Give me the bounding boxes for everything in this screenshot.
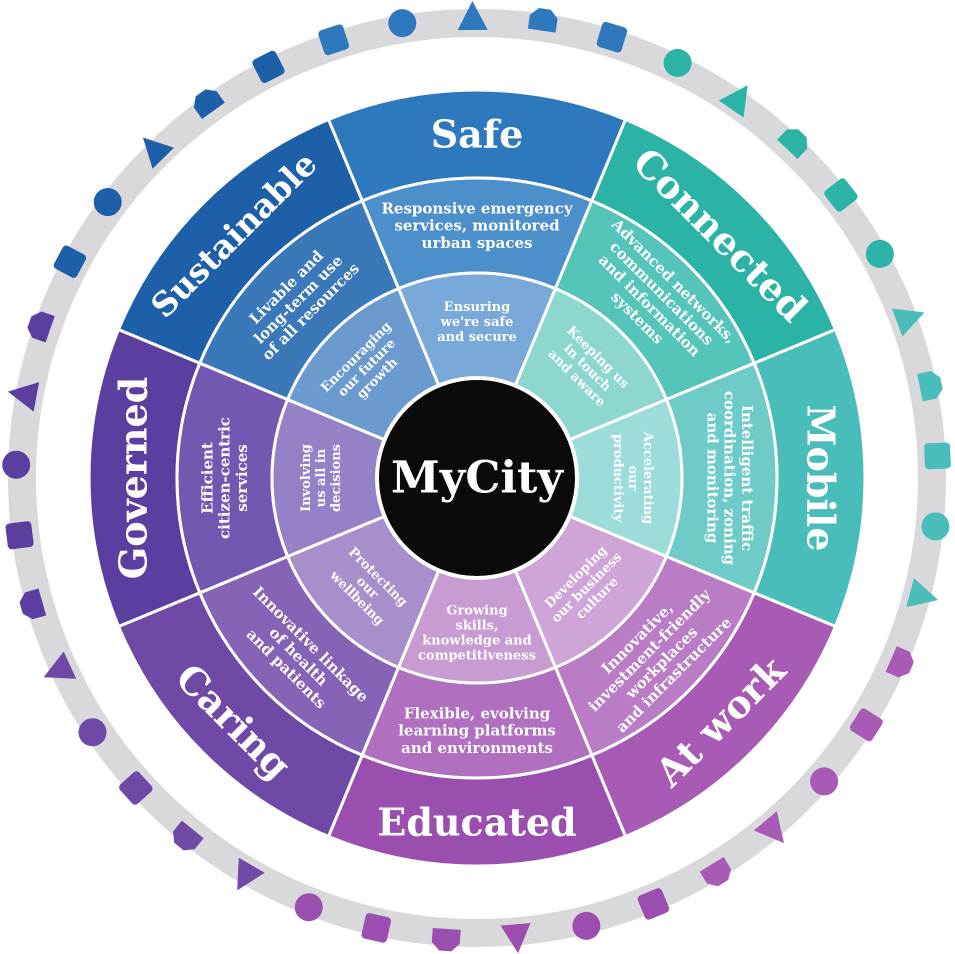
- cctv-camera-icon: [457, 1, 488, 31]
- pencil-icon: [361, 913, 392, 943]
- radio-tower-icon: [865, 239, 894, 268]
- books-icon: [431, 928, 461, 952]
- segment-goal-line: Involving: [299, 444, 314, 512]
- taxi-icon: [318, 24, 350, 56]
- segment-title: Safe: [431, 112, 524, 157]
- laurel-wreath-icon: [19, 588, 47, 620]
- helicopter-icon: [906, 578, 939, 608]
- segment-description-line: and monitoring: [703, 413, 721, 544]
- key-icon: [527, 8, 558, 33]
- wind-turbine-icon: [53, 245, 87, 278]
- center-label: MyCity: [391, 453, 564, 504]
- segment-description-line: citizen-centric: [216, 417, 234, 539]
- segment-description-line: and environments: [401, 739, 553, 757]
- skyscraper-icon: [849, 708, 883, 742]
- heart-icon: [78, 718, 107, 747]
- padlock-icon: [388, 9, 417, 38]
- computer-monitor-icon: [777, 129, 808, 159]
- segment-goal-line: we're safe: [440, 315, 514, 330]
- handshake-icon: [637, 888, 670, 920]
- fire-extinguisher-icon: [596, 21, 628, 53]
- segment-goal-line: skills,: [456, 619, 499, 634]
- lightbulb-icon: [142, 137, 174, 169]
- satellite-dish-icon: [663, 48, 692, 77]
- segment-goal: Involvingus all indecisions: [299, 444, 344, 512]
- medicine-icon: [173, 820, 204, 851]
- segment-goal-line: Accelerating: [640, 431, 655, 524]
- center-circle: [375, 376, 579, 580]
- leaf-icon: [193, 89, 225, 119]
- bicycle-icon: [917, 371, 943, 402]
- segment-mobile: Mobile Intelligent trafficcoordination, z…: [567, 327, 867, 629]
- train-icon: [891, 308, 925, 337]
- office-building-icon: [810, 767, 839, 796]
- globe-icon: [572, 911, 601, 940]
- segment-title: Governed: [111, 377, 156, 579]
- wheelchair-icon: [237, 857, 265, 891]
- crane-icon: [753, 811, 784, 844]
- gavel-icon: [2, 450, 31, 479]
- ballot-box-icon: [5, 521, 34, 550]
- mobile-phone-icon: [824, 178, 858, 212]
- graduation-cap-icon: [294, 893, 323, 922]
- segment-description-line: services: [233, 444, 251, 511]
- tower-icon: [699, 857, 731, 887]
- segment-description-line: coordination, zoning: [721, 391, 739, 566]
- segment-description: Intelligent trafficcoordination, zoninga…: [703, 391, 756, 566]
- segment-title: Educated: [377, 800, 576, 845]
- footprint-icon: [93, 188, 122, 217]
- segment-description-line: Responsive emergency: [381, 199, 573, 217]
- segment-goal-line: productivity: [610, 434, 625, 523]
- segment-goal-line: Ensuring: [444, 300, 510, 315]
- butterfly-icon: [252, 50, 285, 83]
- segment-governed: Governed Efficientcitizen-centricservices…: [87, 327, 387, 629]
- segment-goal-line: us all in: [314, 448, 329, 507]
- center-hub: MyCity: [375, 376, 579, 580]
- car-icon: [924, 442, 951, 470]
- telephone-icon: [718, 85, 748, 118]
- segment-goal-line: decisions: [329, 444, 344, 512]
- segment-description-line: services, monitored: [394, 217, 560, 235]
- segment-description-line: urban spaces: [422, 234, 533, 252]
- segment-goal-line: our: [625, 466, 640, 491]
- capitol-building-icon: [43, 651, 77, 679]
- segment-description-line: Efficient: [198, 442, 216, 514]
- airplane-icon: [921, 512, 950, 541]
- segment-goal: Acceleratingourproductivity: [610, 431, 655, 524]
- segment-goal-line: knowledge and: [422, 633, 531, 648]
- segment-goal-line: Growing: [446, 604, 507, 619]
- flower-icon: [27, 311, 55, 343]
- microscope-icon: [119, 771, 153, 805]
- segment-description-line: Intelligent traffic: [738, 405, 756, 551]
- segment-goal-line: competitiveness: [418, 648, 536, 663]
- segment-description-line: Flexible, evolving: [404, 704, 551, 722]
- blimp-icon: [885, 646, 914, 678]
- scales-icon: [7, 382, 40, 412]
- segment-goal-line: and secure: [437, 330, 517, 345]
- segment-title: Mobile: [799, 404, 844, 551]
- segment-description: Efficientcitizen-centricservices: [198, 417, 251, 539]
- segment-description-line: learning platforms: [398, 722, 556, 740]
- abc-icon: [500, 923, 531, 954]
